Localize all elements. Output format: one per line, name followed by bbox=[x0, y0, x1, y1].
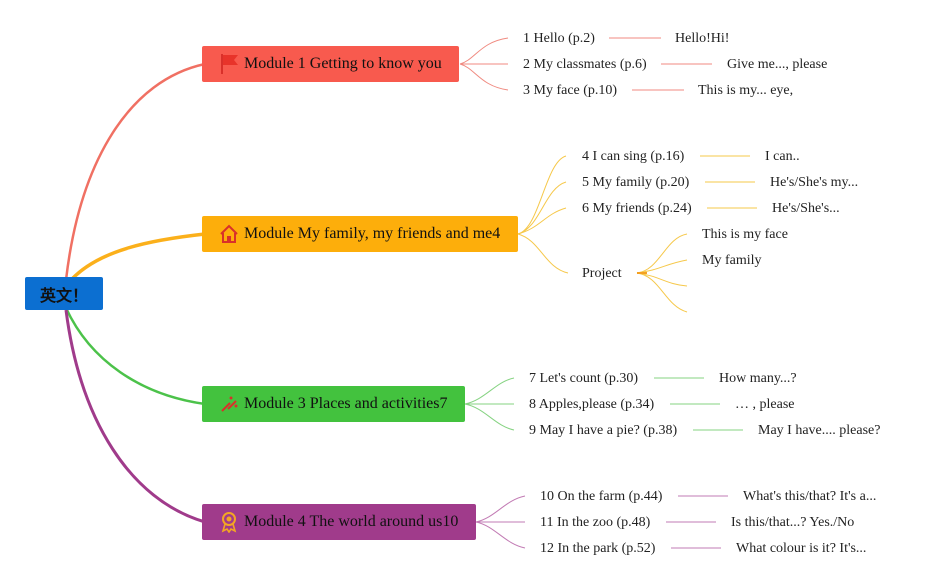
unit-5-title[interactable]: 5 My family (p.20) bbox=[582, 175, 690, 190]
unit-6-phrase[interactable]: He's/She's... bbox=[772, 201, 840, 216]
module-2-label: Module My family, my friends and me4 bbox=[244, 225, 501, 242]
root-to-module-1-line bbox=[64, 62, 206, 281]
module-3-node[interactable]: Module 3 Places and activities7 bbox=[202, 386, 465, 422]
unit-6-title[interactable]: 6 My friends (p.24) bbox=[582, 201, 692, 216]
root-label: 英文！ bbox=[39, 285, 88, 305]
unit-4-title[interactable]: 4 I can sing (p.16) bbox=[582, 149, 685, 164]
unit-1-phrase[interactable]: Hello!Hi! bbox=[675, 31, 730, 46]
project-item-1[interactable]: This is my face bbox=[702, 227, 788, 242]
module-4-label: Module 4 The world around us10 bbox=[244, 513, 459, 530]
flag-icon bbox=[218, 53, 240, 75]
unit-10-title[interactable]: 10 On the farm (p.44) bbox=[540, 489, 663, 504]
module-3-branches bbox=[464, 377, 743, 431]
root-to-module-4-line bbox=[64, 309, 206, 524]
unit-8-title[interactable]: 8 Apples,please (p.34) bbox=[529, 397, 655, 412]
unit-8-phrase[interactable]: … , please bbox=[735, 397, 795, 412]
unit-2-phrase[interactable]: Give me..., please bbox=[727, 57, 828, 72]
unit-7-phrase[interactable]: How many...? bbox=[719, 371, 797, 386]
module-2-branches bbox=[517, 155, 757, 313]
unit-7-title[interactable]: 7 Let's count (p.30) bbox=[529, 371, 639, 386]
unit-1-title[interactable]: 1 Hello (p.2) bbox=[523, 31, 595, 46]
module-3-label: Module 3 Places and activities7 bbox=[244, 395, 448, 412]
project-title[interactable]: Project bbox=[582, 266, 622, 281]
unit-3-phrase[interactable]: This is my... eye, bbox=[698, 83, 794, 98]
root-node[interactable]: 英文！ bbox=[25, 277, 103, 310]
unit-12-phrase[interactable]: What colour is it? It's... bbox=[736, 541, 867, 556]
root-to-module-3-line bbox=[64, 307, 206, 406]
unit-11-title[interactable]: 11 In the zoo (p.48) bbox=[540, 515, 651, 530]
module-4-branches bbox=[475, 495, 728, 549]
module-1-node[interactable]: Module 1 Getting to know you bbox=[202, 46, 459, 82]
unit-2-title[interactable]: 2 My classmates (p.6) bbox=[523, 57, 647, 72]
module-2-node[interactable]: Module My family, my friends and me4 bbox=[202, 216, 518, 252]
award-icon bbox=[218, 511, 240, 533]
house-icon bbox=[218, 223, 240, 245]
tools-icon bbox=[218, 393, 240, 415]
unit-9-title[interactable]: 9 May I have a pie? (p.38) bbox=[529, 423, 678, 438]
unit-3-title[interactable]: 3 My face (p.10) bbox=[523, 83, 618, 98]
module-4-node[interactable]: Module 4 The world around us10 bbox=[202, 504, 476, 540]
root-to-module-2-line bbox=[70, 232, 206, 281]
unit-12-title[interactable]: 12 In the park (p.52) bbox=[540, 541, 656, 556]
unit-4-phrase[interactable]: I can.. bbox=[765, 149, 800, 164]
unit-5-phrase[interactable]: He's/She's my... bbox=[770, 175, 859, 190]
unit-11-phrase[interactable]: Is this/that...? Yes./No bbox=[731, 515, 855, 530]
unit-9-phrase[interactable]: May I have.... please? bbox=[758, 423, 881, 438]
unit-10-phrase[interactable]: What's this/that? It's a... bbox=[743, 489, 877, 504]
module-1-label: Module 1 Getting to know you bbox=[244, 55, 442, 72]
project-item-2[interactable]: My family bbox=[702, 253, 762, 268]
module-1-branches bbox=[459, 37, 712, 91]
